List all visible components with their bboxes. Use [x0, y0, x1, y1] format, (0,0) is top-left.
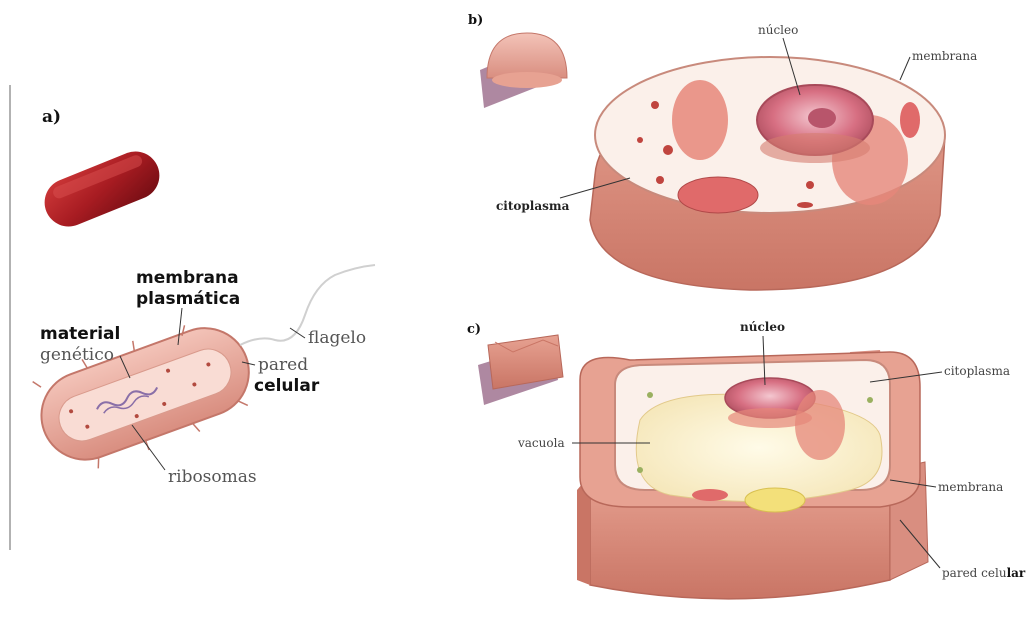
label-c-pared-celular-b: lar: [1007, 566, 1026, 580]
plant-cell: [577, 350, 928, 599]
label-c-pared-celular: pared celular: [942, 566, 1026, 580]
label-c-membrana: membrana: [938, 480, 1003, 494]
label-pared-celular-1: pared: [258, 355, 308, 375]
animal-cell: [590, 57, 945, 290]
panel-c-letter: c): [467, 322, 481, 337]
label-membrana-plasmatica-2: plasmática: [136, 289, 240, 309]
bacterium-small: [37, 144, 166, 233]
panel-c: c): [467, 320, 1026, 599]
panel-a: a): [26, 107, 375, 487]
panel-b: b) núcleo mem: [468, 13, 977, 290]
label-c-citoplasma: citoplasma: [944, 364, 1010, 378]
thumbnail-animal-cell: [480, 33, 567, 108]
label-c-vacuola: vacuola: [517, 436, 565, 450]
label-b-citoplasma: citoplasma: [496, 199, 570, 213]
label-ribosomas: ribosomas: [168, 467, 257, 487]
label-material-genetico-2: genético: [40, 345, 114, 365]
label-material-genetico-1: material: [40, 324, 120, 344]
panel-a-letter: a): [42, 107, 61, 127]
label-b-membrana: membrana: [912, 49, 977, 63]
thumbnail-plant-cell: [478, 335, 563, 405]
label-c-pared-celular-a: pared celu: [942, 566, 1007, 580]
label-c-nucleo: núcleo: [740, 320, 785, 334]
label-membrana-plasmatica-1: membrana: [136, 268, 239, 288]
label-flagelo: flagelo: [308, 328, 366, 348]
label-b-nucleo: núcleo: [758, 23, 798, 37]
panel-b-letter: b): [468, 13, 483, 28]
label-pared-celular-2: celular: [254, 376, 320, 396]
